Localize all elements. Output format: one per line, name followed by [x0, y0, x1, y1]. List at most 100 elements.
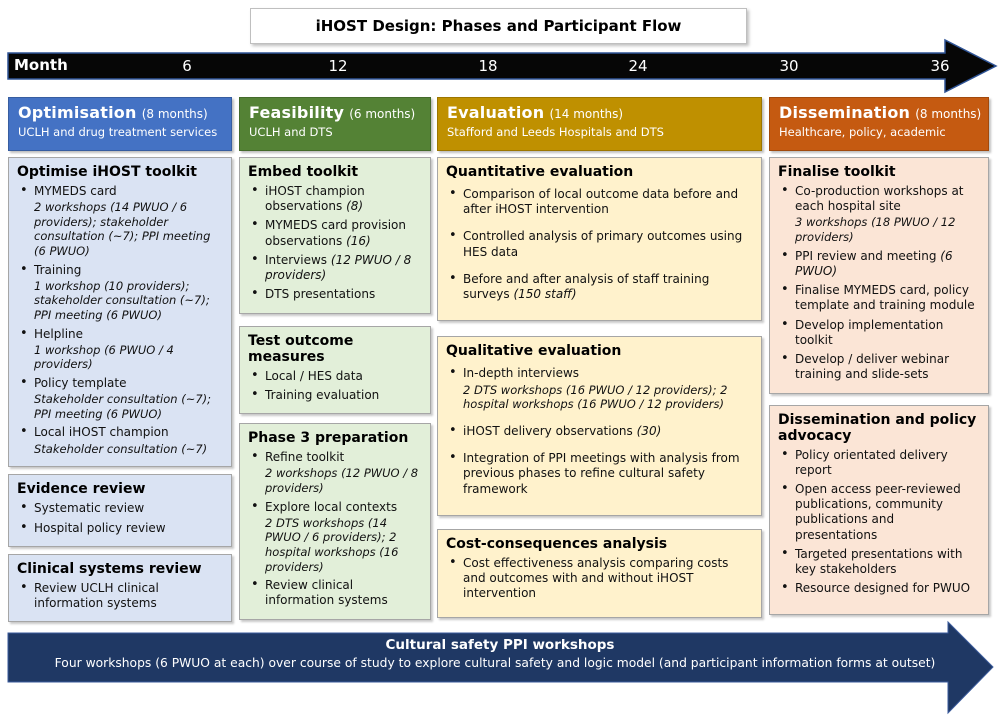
list-item: Controlled analysis of primary outcomes …	[446, 228, 753, 259]
phase-subtitle: Stafford and Leeds Hospitals and DTS	[447, 125, 664, 139]
item-text: iHOST champion observations	[265, 184, 365, 214]
column-feasibility: Feasibility (6 months) UCLH and DTS Embe…	[239, 97, 431, 620]
list-item: Policy template Stakeholder consultation…	[17, 375, 223, 421]
bullet-list: Local / HES data Training evaluation	[248, 368, 422, 404]
item-note-inline: (12 PWUO / 8 providers)	[265, 252, 412, 283]
phase-subtitle: Healthcare, policy, academic	[779, 125, 946, 139]
item-text: Systematic review	[34, 501, 145, 516]
list-item: Policy orientated delivery report	[778, 447, 980, 478]
bullet-list: MYMEDS card 2 workshops (14 PWUO / 6 pro…	[17, 183, 223, 456]
bullet-list: Systematic review Hospital policy review	[17, 500, 223, 536]
bullet-list: Refine toolkit 2 workshops (12 PWUO / 8 …	[248, 449, 422, 609]
box-title: Embed toolkit	[248, 164, 359, 180]
box-clinical-systems-review: Clinical systems review Review UCLH clin…	[8, 553, 232, 623]
phase-header-feasibility: Feasibility (6 months) UCLH and DTS	[239, 97, 431, 151]
phase-duration: (8 months)	[141, 107, 208, 121]
list-item: Integration of PPI meetings with analysi…	[446, 450, 753, 497]
bullet-list: Review UCLH clinical information systems	[17, 580, 223, 611]
list-item: Interviews (12 PWUO / 8 providers)	[248, 252, 422, 283]
item-text: Integration of PPI meetings with analysi…	[463, 451, 740, 496]
item-text: Before and after analysis of staff train…	[463, 271, 710, 302]
item-text: Review UCLH clinical information systems	[34, 580, 159, 610]
list-item: DTS presentations	[248, 286, 422, 303]
list-item: Training evaluation	[248, 387, 422, 404]
item-note: 2 DTS workshops (14 PWUO / 6 providers);…	[265, 515, 399, 574]
item-text: iHOST delivery observations	[463, 423, 633, 438]
item-note-inline: (16)	[346, 233, 371, 248]
list-item: PPI review and meeting (6 PWUO)	[778, 248, 980, 279]
list-item: Review UCLH clinical information systems	[17, 580, 223, 611]
box-embed-toolkit: Embed toolkit iHOST champion observation…	[239, 157, 431, 314]
item-note: 3 workshops (18 PWUO / 12 providers)	[795, 215, 956, 245]
list-item: Refine toolkit 2 workshops (12 PWUO / 8 …	[248, 449, 422, 495]
timeline-tick-24: 24	[628, 57, 648, 75]
timeline-tick-6: 6	[182, 57, 192, 75]
phase-title-row: Feasibility (6 months)	[249, 103, 421, 122]
banner-subtitle: Four workshops (6 PWUO at each) over cou…	[54, 656, 936, 670]
list-item: Co-production workshops at each hospital…	[778, 183, 980, 245]
bullet-list: Policy orientated delivery report Open a…	[778, 447, 980, 598]
item-note-inline: (30)	[636, 423, 662, 438]
page-title: iHOST Design: Phases and Participant Flo…	[315, 17, 682, 35]
column-evaluation: Evaluation (14 months) Stafford and Leed…	[437, 97, 762, 618]
banner-arrow-shape	[7, 620, 994, 715]
box-title: Dissemination and policy advocacy	[778, 411, 977, 444]
box-title: Clinical systems review	[17, 560, 202, 577]
item-note: Stakeholder consultation (~7)	[34, 441, 208, 456]
phase-duration: (8 months)	[915, 107, 982, 121]
phase-name: Evaluation	[447, 103, 545, 122]
list-item: Resource designed for PWUO	[778, 580, 980, 597]
box-title: Phase 3 preparation	[248, 430, 409, 447]
item-text: In-depth interviews	[463, 366, 580, 381]
timeline-tick-12: 12	[328, 57, 348, 75]
list-item: Systematic review	[17, 500, 223, 517]
item-text: Local iHOST champion	[34, 425, 169, 440]
list-item: Targeted presentations with key stakehol…	[778, 546, 980, 577]
phase-header-dissemination: Dissemination (8 months) Healthcare, pol…	[769, 97, 989, 151]
list-item: Review clinical information systems	[248, 577, 422, 608]
phase-duration: (6 months)	[349, 107, 416, 121]
item-note-inline: (6 PWUO)	[795, 248, 953, 278]
list-item: Helpline 1 workshop (6 PWUO / 4 provider…	[17, 326, 223, 372]
timeline-tick-30: 30	[779, 57, 799, 75]
bullet-list: Comparison of local outcome data before …	[446, 186, 753, 302]
item-text: Review clinical information systems	[265, 578, 388, 608]
item-note: Stakeholder consultation (~7); PPI meeti…	[34, 392, 212, 421]
item-text: Finalise MYMEDS card, policy template an…	[795, 283, 975, 313]
item-text: Resource designed for PWUO	[795, 581, 971, 596]
box-title: Optimise iHOST toolkit	[17, 164, 197, 180]
box-finalise-toolkit: Finalise toolkit Co-production workshops…	[769, 157, 989, 394]
list-item: Finalise MYMEDS card, policy template an…	[778, 282, 980, 313]
box-title: Quantitative evaluation	[446, 164, 634, 180]
box-title: Evidence review	[17, 481, 146, 498]
box-title: Qualitative evaluation	[446, 343, 622, 360]
item-text: Targeted presentations with key stakehol…	[795, 546, 963, 577]
timeline-month-label: Month	[14, 56, 68, 74]
item-text: MYMEDS card	[34, 184, 117, 198]
list-item: Local iHOST champion Stakeholder consult…	[17, 424, 223, 456]
bullet-list: In-depth interviews 2 DTS workshops (16 …	[446, 365, 753, 497]
timeline-tick-36: 36	[930, 57, 950, 75]
item-text: Explore local contexts	[265, 499, 398, 514]
item-text: PPI review and meeting	[795, 248, 937, 263]
phase-header-optimisation: Optimisation (8 months) UCLH and drug tr…	[8, 97, 232, 151]
item-note: 2 DTS workshops (16 PWUO / 12 providers)…	[463, 382, 728, 412]
item-text: Training evaluation	[265, 387, 380, 402]
phase-duration: (14 months)	[549, 107, 624, 121]
list-item: Explore local contexts 2 DTS workshops (…	[248, 499, 422, 575]
item-note: 2 workshops (14 PWUO / 6 providers); sta…	[34, 200, 211, 259]
item-text: MYMEDS card provision observations	[265, 218, 406, 248]
box-title: Cost-consequences analysis	[446, 535, 668, 552]
box-title: Test outcome measures	[248, 332, 354, 365]
banner-arrow	[7, 620, 994, 715]
list-item: MYMEDS card provision observations (16)	[248, 217, 422, 248]
timeline-tick-18: 18	[478, 57, 498, 75]
phase-title-row: Dissemination (8 months)	[779, 103, 982, 122]
phase-title-row: Evaluation (14 months)	[447, 103, 752, 122]
item-text: Develop / deliver webinar training and s…	[795, 352, 950, 382]
box-qualitative-evaluation: Qualitative evaluation In-depth intervie…	[437, 336, 762, 516]
item-text: Co-production workshops at each hospital…	[795, 184, 964, 214]
item-text: Policy orientated delivery report	[795, 447, 948, 477]
column-optimisation: Optimisation (8 months) UCLH and drug tr…	[8, 97, 232, 623]
phase-subtitle: UCLH and drug treatment services	[18, 125, 218, 139]
